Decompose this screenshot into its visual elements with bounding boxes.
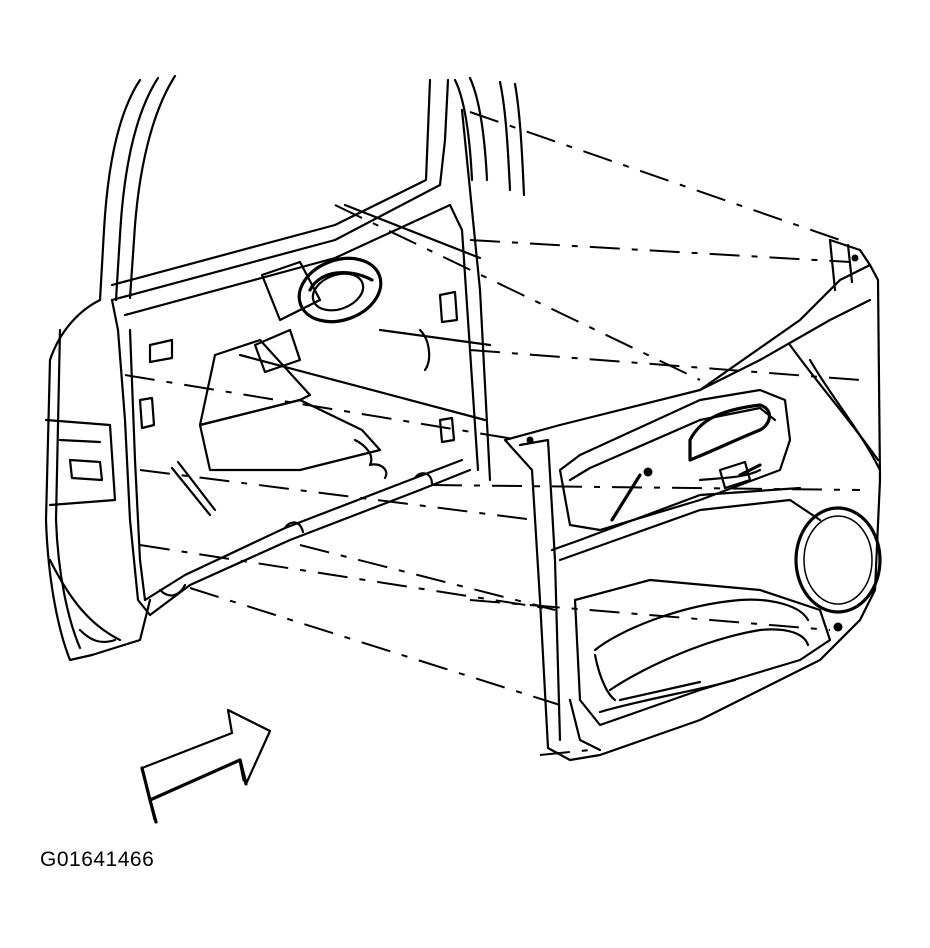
fastener-icon xyxy=(526,254,859,632)
door-frame xyxy=(44,74,177,662)
door-inner-panel xyxy=(110,76,526,617)
door-trim-panel xyxy=(503,238,882,762)
front-direction-arrow-icon xyxy=(140,708,272,824)
figure-code: G01641466 xyxy=(40,848,155,871)
alignment-lines xyxy=(124,111,861,756)
